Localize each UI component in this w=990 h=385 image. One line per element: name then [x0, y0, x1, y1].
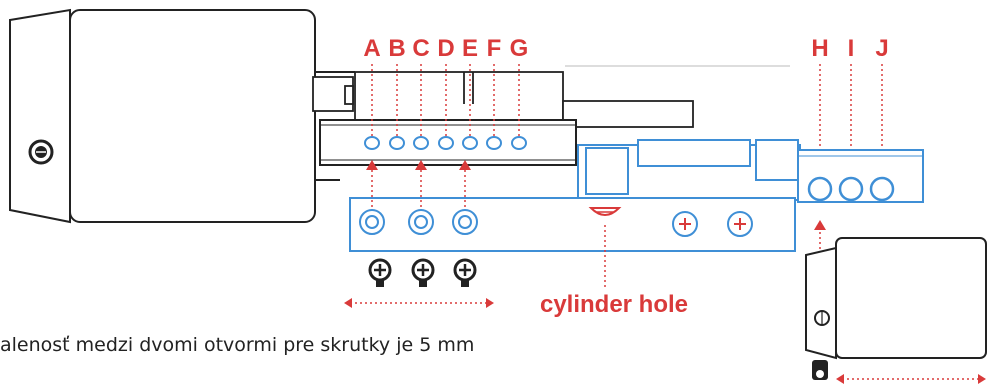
inner-lock-side — [805, 246, 837, 360]
hole-label-h: H — [811, 35, 828, 62]
hole-label-e: E — [462, 35, 478, 62]
plate-hole-a — [364, 136, 380, 150]
arrow-heads — [366, 160, 826, 230]
inner-lock-spacing-arrow — [836, 374, 986, 384]
plate-holes — [364, 136, 527, 150]
plate-hole-d — [438, 136, 454, 150]
plate-hole-b — [389, 136, 405, 150]
screw-icon — [368, 258, 392, 287]
screw-spacing-arrow — [344, 298, 494, 308]
cylinder-knob-left — [585, 147, 629, 195]
screw-icon — [411, 258, 435, 287]
plate-hole-f — [486, 136, 502, 150]
hole-label-f: F — [487, 35, 502, 62]
shaft — [312, 71, 694, 128]
inner-lock-screw-icon — [812, 360, 828, 380]
hole-label-i: I — [848, 35, 855, 62]
hole-label-a: A — [363, 35, 380, 62]
cylinder-knob-right — [755, 139, 799, 181]
hole-label-b: B — [388, 35, 405, 62]
cylinder-hole-i — [838, 176, 864, 202]
shaft-notch — [344, 85, 354, 105]
shaft-top-bar — [354, 71, 564, 121]
cylinder-holes — [807, 176, 895, 202]
hole-label-j: J — [875, 35, 888, 62]
euro-cylinder — [577, 139, 924, 203]
inner-lock-front — [835, 237, 987, 359]
bracket-screw-icon — [672, 211, 753, 237]
lock-body-side — [9, 8, 71, 224]
lock-body-screw-icon — [28, 139, 54, 165]
plate-hole-e — [462, 136, 478, 150]
note-text: alenosť medzi dvomi otvormi pre skrutky … — [0, 334, 474, 356]
cylinder-cam-top — [637, 139, 751, 167]
shaft-rod — [562, 100, 694, 128]
bracket-countersunk-holes — [359, 209, 478, 235]
cylinder-hole-h — [807, 176, 833, 202]
hole-label-d: D — [437, 35, 454, 62]
plate-hole-c — [413, 136, 429, 150]
lock-body — [9, 8, 355, 224]
screw-icon — [453, 258, 477, 287]
lock-body-front — [69, 9, 316, 223]
hole-label-g: G — [510, 35, 529, 62]
plate-hole-g — [511, 136, 527, 150]
hole-labels: A B C D E F G H I J — [363, 35, 888, 62]
cylinder-hole-j — [869, 176, 895, 202]
cylinder-hole — [588, 207, 622, 216]
hole-label-c: C — [412, 35, 429, 62]
cylinder-hole-label: cylinder hole — [540, 291, 688, 318]
inner-lock-part — [805, 237, 987, 360]
